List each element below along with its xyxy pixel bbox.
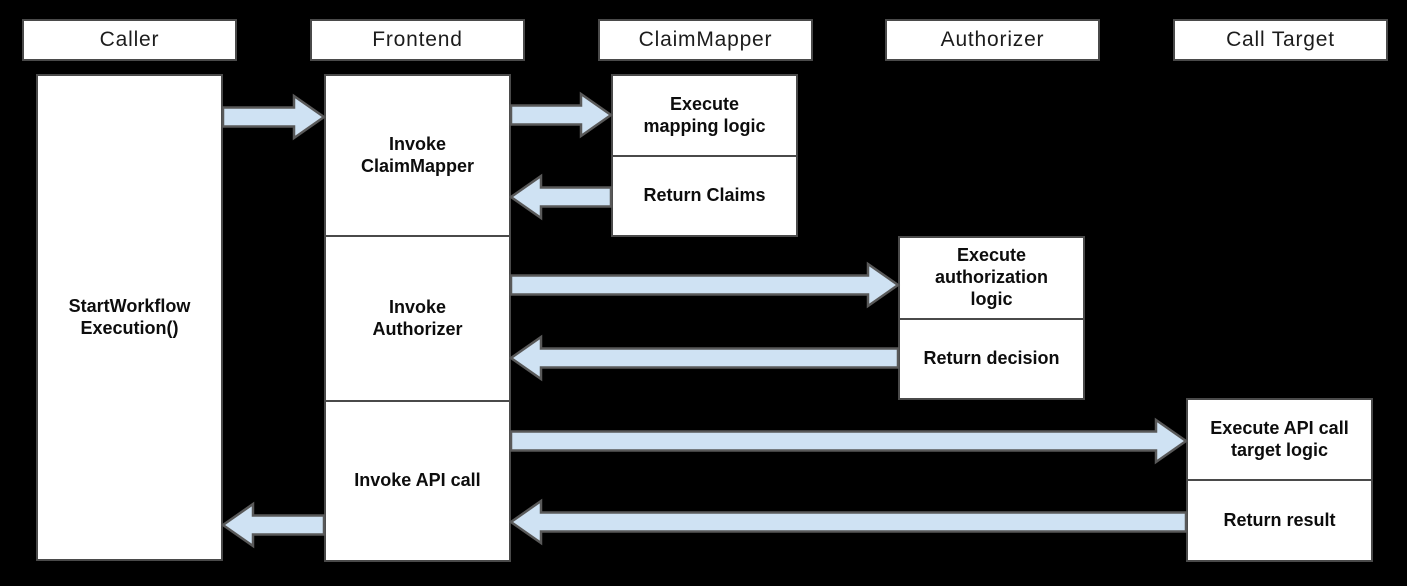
frontend-step-invoke-api-call: Invoke API call: [326, 400, 509, 560]
lane-header-calltarget: Call Target: [1173, 19, 1388, 61]
frontend-step-label: Invoke ClaimMapper: [360, 133, 475, 176]
calltarget-step-return-result: Return result: [1188, 479, 1371, 560]
authorizer-step-label: Execute authorization logic: [935, 245, 1048, 309]
claimmapper-activation-box: Execute mapping logic Return Claims: [611, 74, 798, 237]
arrow-claimmapper-to-frontend: [508, 173, 613, 221]
caller-step-label: StartWorkflow Execution(): [68, 295, 191, 338]
lane-header-calltarget-label: Call Target: [1226, 28, 1335, 51]
calltarget-step-label: Return result: [1223, 509, 1336, 530]
lane-header-caller-label: Caller: [99, 28, 160, 51]
lane-header-claimmapper: ClaimMapper: [598, 19, 813, 61]
arrow-authorizer-to-frontend: [508, 334, 900, 382]
frontend-step-invoke-claimmapper: Invoke ClaimMapper: [326, 76, 509, 235]
lane-header-authorizer-label: Authorizer: [940, 28, 1045, 51]
frontend-step-label: Invoke Authorizer: [372, 296, 463, 339]
arrow-frontend-to-authorizer: [509, 261, 901, 309]
caller-step-startworkflow: StartWorkflow Execution(): [38, 76, 221, 559]
calltarget-step-execute-api-call: Execute API call target logic: [1188, 400, 1371, 479]
arrow-caller-to-frontend: [221, 93, 327, 141]
arrow-frontend-to-calltarget: [509, 417, 1189, 465]
calltarget-step-label: Execute API call target logic: [1210, 417, 1349, 460]
lane-header-caller: Caller: [22, 19, 237, 61]
frontend-activation-box: Invoke ClaimMapper Invoke Authorizer Inv…: [324, 74, 511, 562]
claimmapper-step-execute-mapping: Execute mapping logic: [613, 76, 796, 155]
claimmapper-step-label: Execute mapping logic: [643, 93, 766, 136]
claimmapper-step-return-claims: Return Claims: [613, 155, 796, 235]
lane-header-frontend-label: Frontend: [372, 28, 463, 51]
arrow-calltarget-to-frontend: [508, 498, 1188, 546]
lane-header-claimmapper-label: ClaimMapper: [638, 28, 773, 51]
calltarget-activation-box: Execute API call target logic Return res…: [1186, 398, 1373, 562]
arrow-frontend-to-claimmapper: [509, 91, 614, 139]
authorizer-step-return-decision: Return decision: [900, 318, 1083, 398]
arrow-frontend-to-caller: [220, 501, 326, 549]
frontend-step-invoke-authorizer: Invoke Authorizer: [326, 235, 509, 400]
authorizer-activation-box: Execute authorization logic Return decis…: [898, 236, 1085, 400]
claimmapper-step-label: Return Claims: [643, 185, 766, 206]
lane-header-frontend: Frontend: [310, 19, 525, 61]
authorizer-step-label: Return decision: [923, 348, 1060, 369]
lane-header-authorizer: Authorizer: [885, 19, 1100, 61]
caller-activation-box: StartWorkflow Execution(): [36, 74, 223, 561]
frontend-step-label: Invoke API call: [354, 470, 481, 491]
authorizer-step-execute-authorization: Execute authorization logic: [900, 238, 1083, 318]
